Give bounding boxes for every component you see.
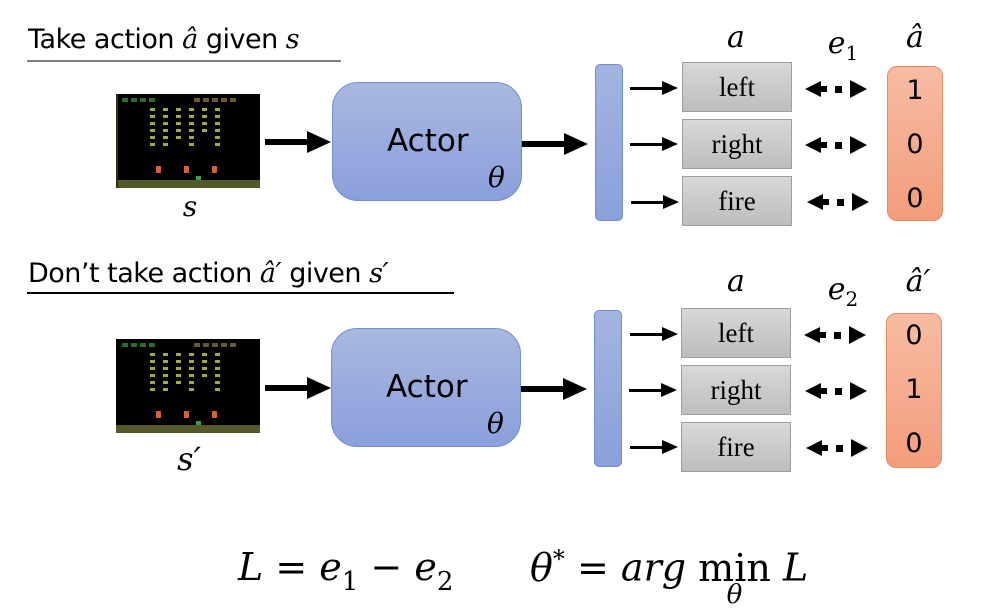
- heading-math-s: s: [285, 24, 300, 55]
- compare-arrow-left: [804, 326, 866, 344]
- target-header: â: [906, 20, 924, 55]
- actor-parameter-theta: θ: [488, 161, 505, 194]
- output-layer: [595, 64, 623, 221]
- action-box-left: left: [682, 62, 792, 112]
- compare-arrow-right: [805, 382, 867, 400]
- heading-math-a-hat-prime: â′: [259, 258, 282, 289]
- action-header: a: [727, 20, 745, 55]
- target-value: 0: [905, 320, 923, 351]
- action-box-right: right: [682, 119, 792, 169]
- min-subscript-theta: θ: [726, 579, 743, 610]
- e2-subscript: 2: [436, 567, 454, 597]
- target-value: 0: [906, 183, 924, 214]
- action-box-right: right: [681, 365, 791, 415]
- target-value: 0: [906, 129, 924, 160]
- arg-text: arg: [620, 545, 687, 590]
- arrow-to-action-left: [630, 327, 678, 341]
- actor-label: Actor: [386, 369, 468, 405]
- output-layer: [594, 310, 622, 467]
- error-e: e: [827, 272, 846, 307]
- action-box-left: left: [681, 308, 791, 358]
- e1-symbol: e: [319, 545, 342, 589]
- heading-math-s-prime: s′: [369, 258, 389, 289]
- target-header: â′: [905, 264, 931, 299]
- equals-sign: =: [576, 545, 609, 590]
- error-subscript: 2: [845, 287, 859, 311]
- theta-symbol: θ: [530, 545, 553, 590]
- actor-network: Actor θ: [331, 328, 521, 447]
- action-box-fire: fire: [682, 176, 792, 226]
- compare-arrow-fire: [807, 193, 869, 211]
- target-value: 1: [905, 374, 923, 405]
- arrow-to-action-right: [629, 383, 677, 397]
- error-label-e1: e1: [818, 26, 868, 65]
- equals-sign: =: [275, 545, 308, 589]
- arrow-to-action-right: [630, 137, 678, 151]
- star-superscript: *: [552, 545, 565, 573]
- arrow-to-action-fire: [631, 195, 679, 209]
- min-text: min: [698, 545, 771, 590]
- loss-formula: L = e1 − e2: [238, 545, 453, 597]
- loss-symbol: L: [238, 545, 264, 589]
- action-header: a: [727, 264, 745, 299]
- target-vector: 0 1 0: [886, 313, 942, 468]
- arrow-state-to-actor: [265, 131, 331, 153]
- section-1-underline: [27, 60, 341, 62]
- arrow-actor-to-output: [522, 133, 588, 155]
- error-subscript: 1: [845, 41, 859, 65]
- actor-parameter-theta: θ: [487, 407, 504, 440]
- actor-label: Actor: [387, 123, 469, 159]
- section-1-heading: Take action â given s: [28, 24, 300, 55]
- compare-arrow-right: [805, 136, 867, 154]
- game-screenshot-state: [116, 94, 260, 188]
- minus-sign: −: [370, 545, 403, 589]
- error-e: e: [827, 26, 846, 61]
- loss-symbol: L: [782, 545, 809, 590]
- state-label: s: [182, 190, 198, 223]
- e2-symbol: e: [414, 545, 437, 589]
- heading-text: Don’t take action: [28, 258, 260, 289]
- arrow-to-action-left: [630, 81, 678, 95]
- error-label-e2: e2: [818, 272, 868, 311]
- game-screenshot-next-state: [116, 339, 260, 433]
- section-2-heading: Don’t take action â′ given s′: [28, 258, 389, 289]
- arrow-actor-to-output: [521, 378, 587, 400]
- action-box-fire: fire: [681, 422, 791, 472]
- heading-text: given: [197, 24, 286, 55]
- heading-text: given: [281, 258, 370, 289]
- arrow-to-action-fire: [630, 440, 678, 454]
- actor-network: Actor θ: [332, 82, 522, 201]
- heading-text: Take action: [28, 24, 183, 55]
- compare-arrow-fire: [806, 439, 868, 457]
- compare-arrow-left: [805, 80, 867, 98]
- arrow-state-to-actor: [265, 377, 331, 399]
- heading-math-a-hat: â: [182, 24, 198, 55]
- target-vector: 1 0 0: [887, 66, 943, 221]
- target-value: 0: [905, 428, 923, 459]
- section-2-underline: [27, 292, 454, 294]
- e1-subscript: 1: [341, 567, 359, 597]
- next-state-label: s′: [177, 440, 201, 478]
- target-value: 1: [906, 75, 924, 106]
